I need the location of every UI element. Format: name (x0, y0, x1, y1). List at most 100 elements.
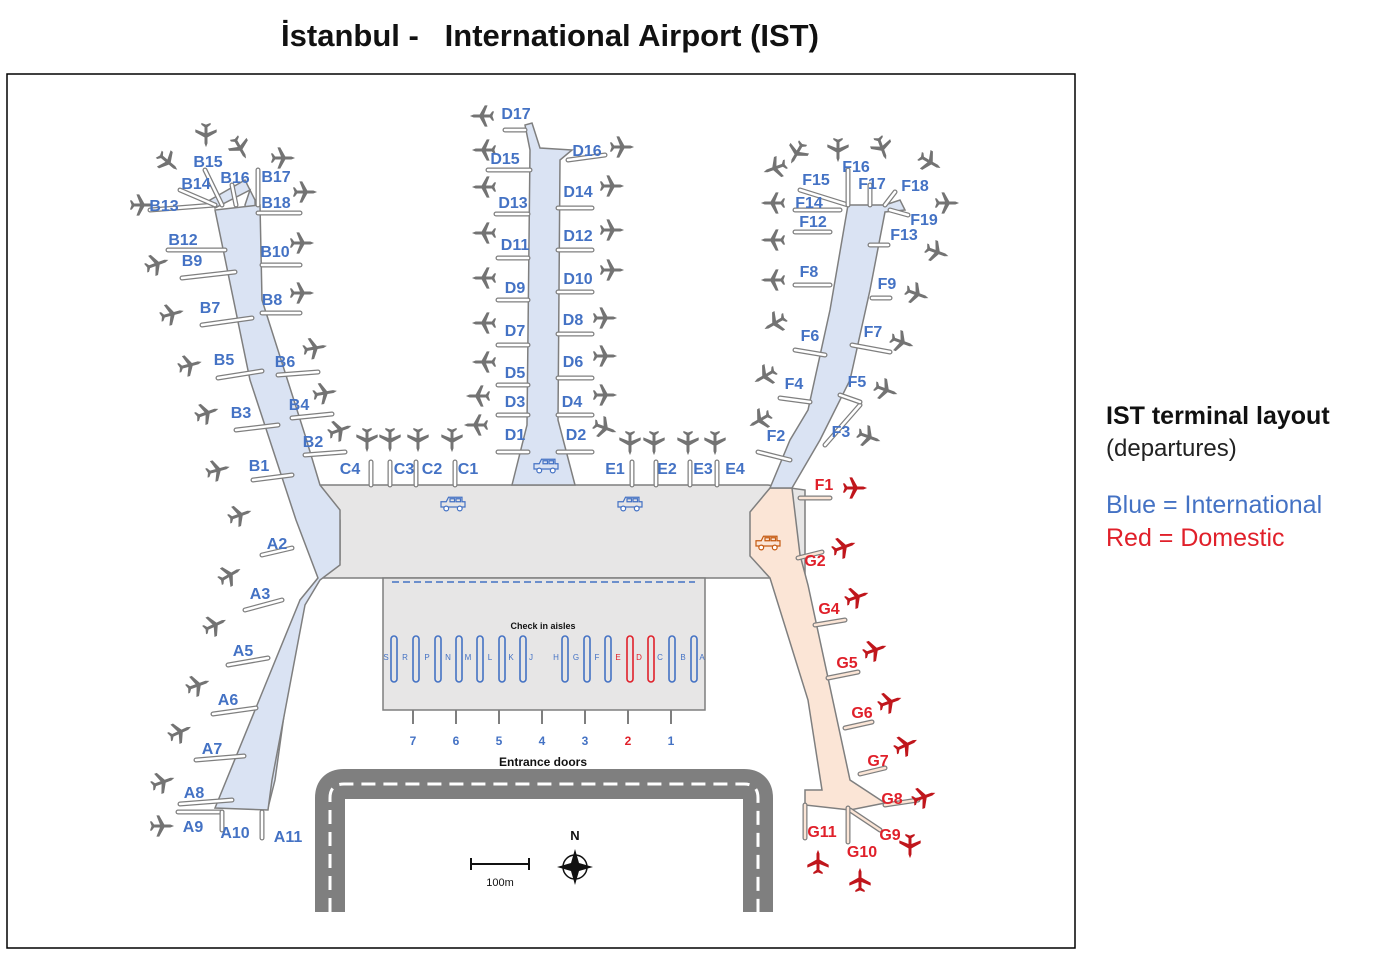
gate-stub-inner (303, 450, 347, 457)
gate-label-b17: B17 (261, 169, 290, 186)
checkin-desk (519, 635, 527, 683)
gate-label-g7: G7 (867, 753, 888, 770)
gate-label-g8: G8 (881, 791, 902, 808)
gate-label-g5: G5 (836, 655, 857, 672)
gate-stub-inner (178, 798, 234, 806)
checkin-desk (412, 635, 420, 683)
pier-a-b (213, 204, 341, 811)
door-number: 2 (625, 734, 632, 748)
gate-stub-inner (290, 412, 334, 420)
gate-stubs (147, 127, 921, 845)
gate-label-d4: D4 (562, 394, 583, 411)
checkin-label: Check in aisles (510, 621, 575, 631)
gate-label-a11: A11 (274, 829, 303, 846)
checkin-aisle-letter: A (699, 653, 705, 662)
pier-f (768, 199, 907, 489)
door-number: 6 (453, 734, 460, 748)
checkin-aisle-letter: E (615, 653, 620, 662)
checkin-aisle-letter: D (636, 653, 642, 662)
gate-stub-inner (850, 343, 892, 354)
gate-stub-inner (230, 183, 238, 207)
north-label: N (570, 828, 579, 843)
gate-stub-inner (234, 423, 280, 432)
gate-stub-inner (843, 720, 874, 730)
gate-label-g11: G11 (807, 824, 836, 841)
gate-label-a7: A7 (202, 741, 223, 758)
gate-label-f12: F12 (799, 214, 827, 231)
door-number: 3 (582, 734, 589, 748)
gate-label-f8: F8 (800, 264, 819, 281)
checkin-aisle-letter: H (553, 653, 559, 662)
checkin-desk (604, 635, 612, 683)
checkin-desk (455, 635, 463, 683)
gate-label-b5: B5 (214, 352, 235, 369)
checkin-desk (668, 635, 676, 683)
gate-stub-inner (178, 188, 217, 207)
checkin-desk (498, 635, 506, 683)
checkin-aisle-letter: N (445, 653, 451, 662)
gate-stub-inner (858, 766, 887, 776)
gate-stub-inner (226, 656, 270, 667)
gate-stub-inner (243, 598, 284, 612)
gate-label-a9: A9 (183, 819, 204, 836)
gate-label-b8: B8 (262, 292, 283, 309)
gate-label-d6: D6 (563, 354, 584, 371)
gate-label-g6: G6 (851, 705, 872, 722)
compass-icon (557, 849, 593, 885)
gate-label-f1: F1 (815, 477, 834, 494)
checkin-desk (626, 635, 634, 683)
door-number: 5 (496, 734, 503, 748)
gate-label-f4: F4 (785, 376, 804, 393)
gate-label-b18: B18 (261, 195, 290, 212)
legend-heading: IST terminal layout (1106, 402, 1330, 430)
gate-stub-inner (888, 208, 910, 217)
gate-label-d9: D9 (505, 280, 526, 297)
scale-label: 100m (486, 877, 514, 889)
gate-label-b15: B15 (193, 154, 222, 171)
gate-label-c3: C3 (394, 461, 415, 478)
gate-stub-inner (148, 203, 217, 212)
gate-label-f6: F6 (801, 328, 820, 345)
gate-label-a5: A5 (233, 643, 254, 660)
checkin-aisle-letter: K (508, 653, 514, 662)
gate-stub-inner (566, 153, 607, 162)
gate-label-d7: D7 (505, 323, 526, 340)
gate-label-b13: B13 (149, 198, 178, 215)
gate-stub-inner (778, 396, 812, 404)
gate-label-a8: A8 (184, 785, 205, 802)
gate-label-d3: D3 (505, 394, 526, 411)
gate-label-b1: B1 (249, 458, 270, 475)
gate-label-c2: C2 (422, 461, 443, 478)
gate-label-d11: D11 (501, 237, 530, 254)
gate-label-d1: D1 (505, 427, 526, 444)
gate-label-d16: D16 (572, 143, 601, 160)
main-hall (317, 484, 806, 579)
gate-label-f18: F18 (901, 178, 929, 195)
checkin-desk (690, 635, 698, 683)
gate-stub-inner (260, 546, 294, 557)
gate-label-f16: F16 (842, 159, 870, 176)
gate-label-g2: G2 (804, 553, 825, 570)
gate-label-d13: D13 (498, 195, 527, 212)
gate-label-a6: A6 (218, 692, 239, 709)
gate-label-d2: D2 (566, 427, 587, 444)
checkin-aisle-letter: F (595, 653, 600, 662)
gate-stub-inner (826, 670, 860, 680)
checkin-aisle-letter: G (573, 653, 579, 662)
gate-label-e2: E2 (657, 461, 677, 478)
checkin-aisle-letter: R (402, 653, 408, 662)
gate-stub-inner (216, 369, 264, 380)
gate-label-d14: D14 (563, 184, 592, 201)
gate-label-e4: E4 (725, 461, 745, 478)
gate-label-d15: D15 (490, 151, 519, 168)
pier-d (511, 122, 576, 486)
gate-label-d10: D10 (563, 271, 592, 288)
checkin-hall (382, 577, 706, 711)
checkin-aisle-letter: J (529, 653, 533, 662)
gate-label-b4: B4 (289, 397, 310, 414)
gate-label-d12: D12 (563, 228, 592, 245)
gate-stub-inner (883, 798, 920, 807)
gate-stub-inner (180, 270, 237, 280)
